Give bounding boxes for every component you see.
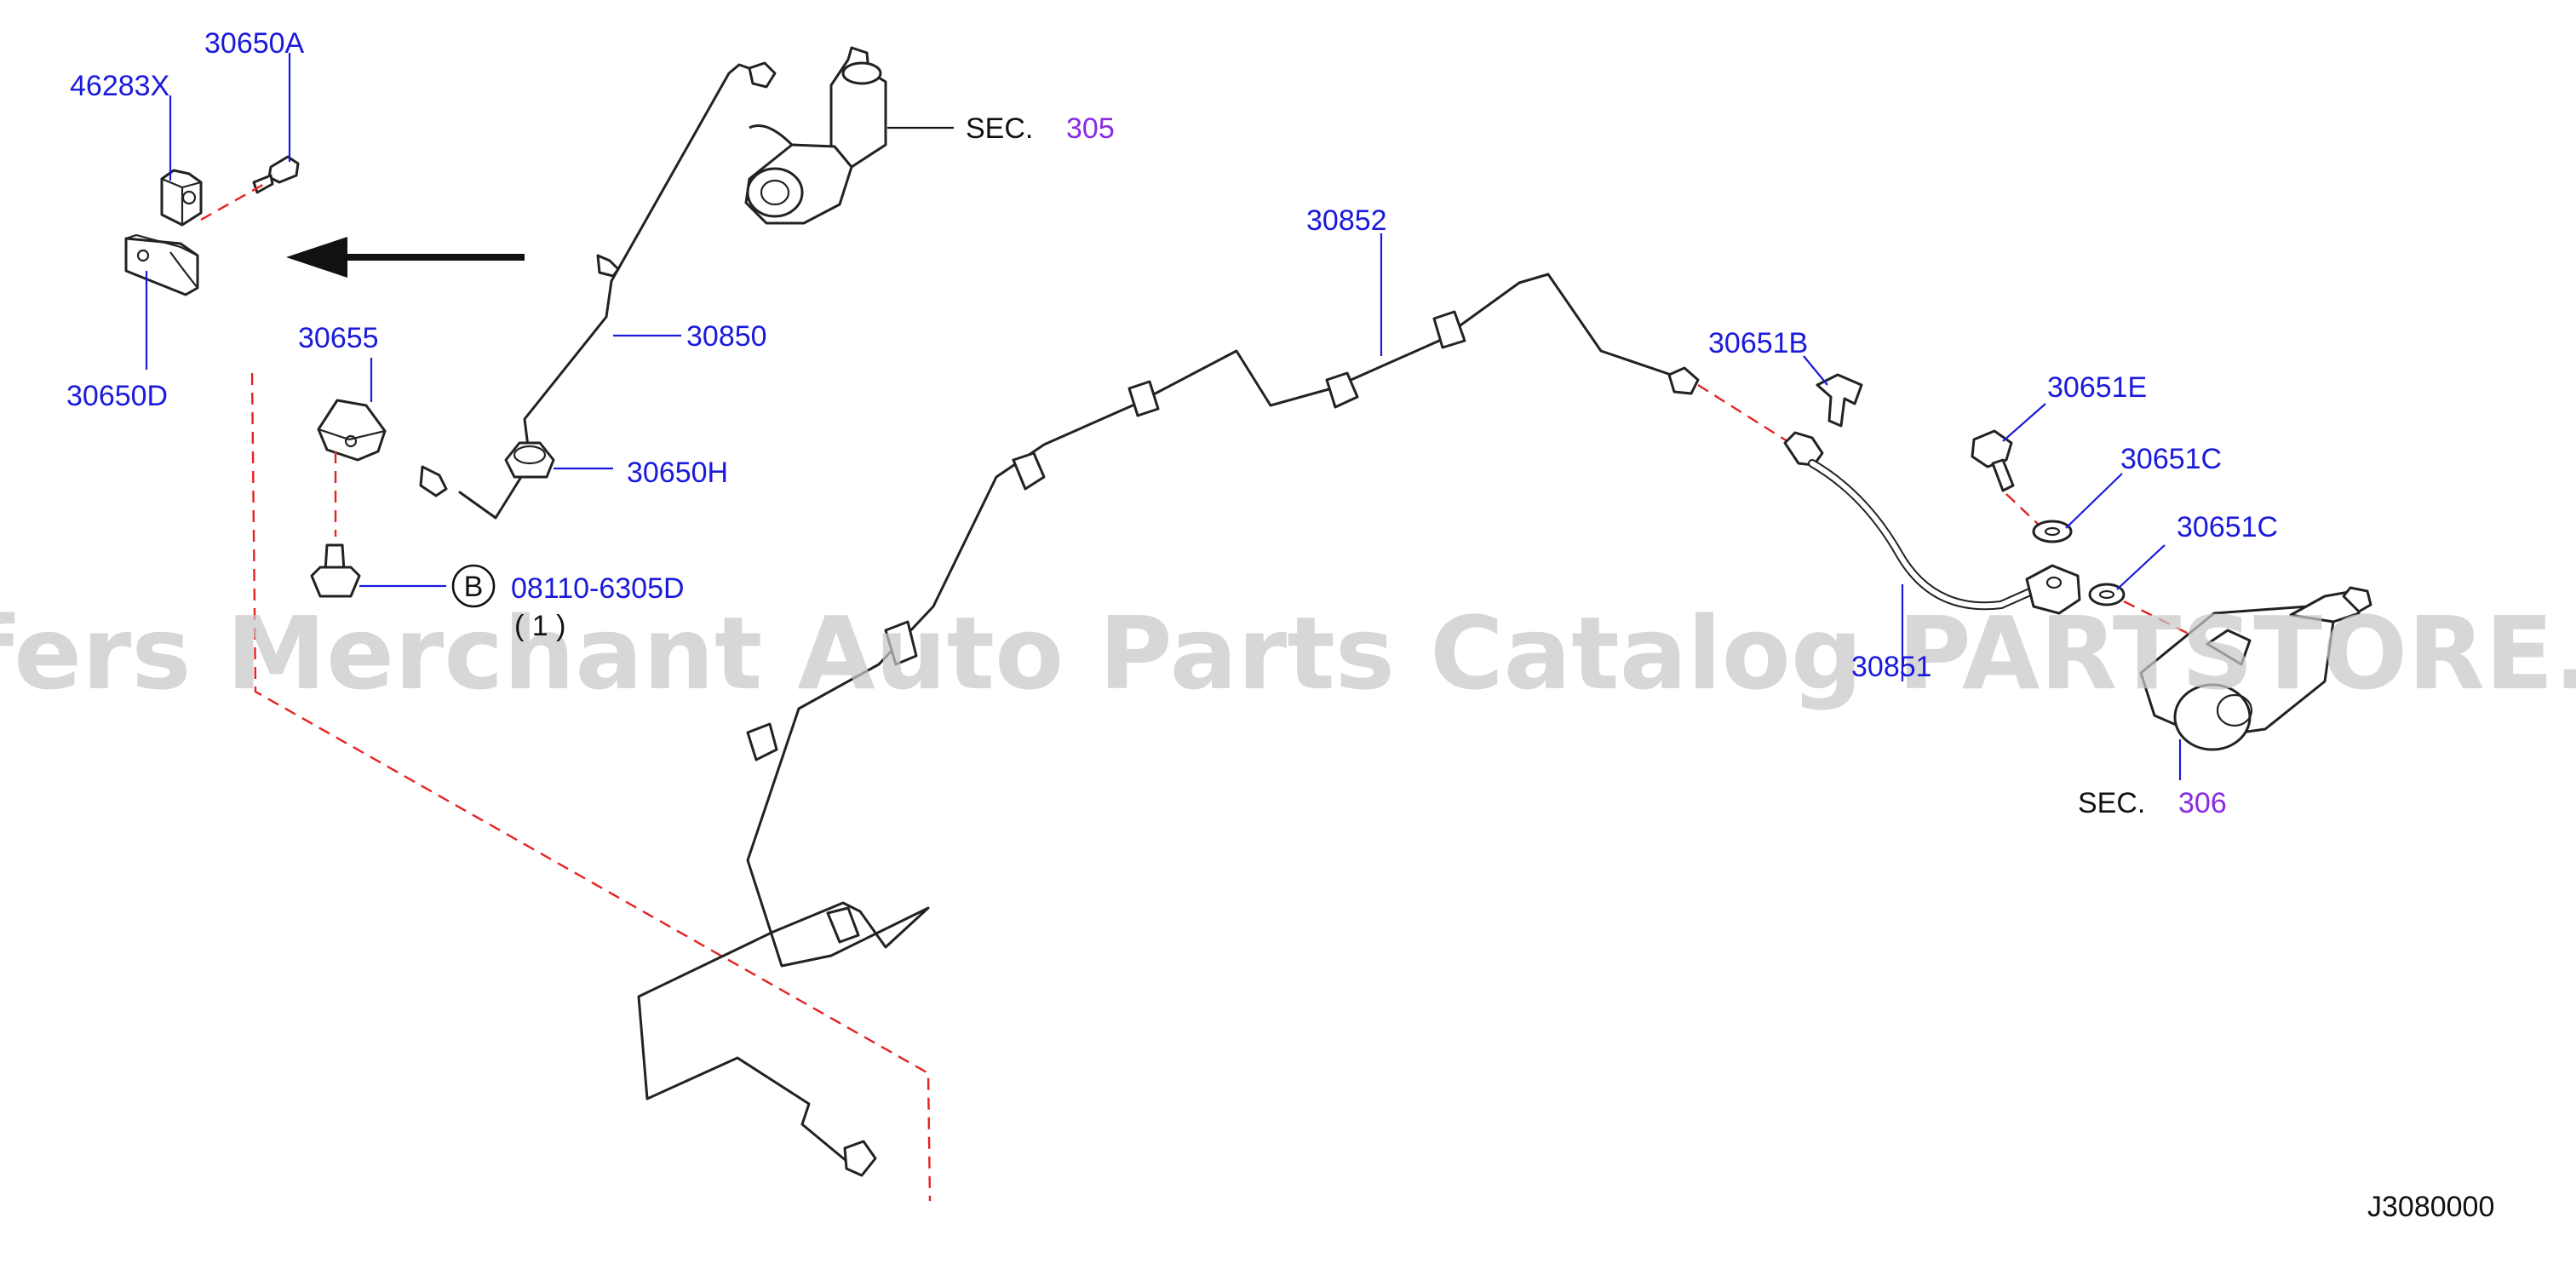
label-30852: 30852 [1306, 204, 1387, 237]
bracket-30651B-shape [1816, 373, 1863, 428]
washer-30651C-1-shape [2032, 520, 2073, 543]
pipe-30852-shape [637, 273, 1700, 1177]
operating-cylinder-shape [2139, 586, 2372, 751]
label-quantity: ( 1 ) [514, 610, 565, 642]
label-30651C-2: 30651C [2177, 511, 2278, 543]
sec305-number: 305 [1066, 112, 1115, 145]
pipe-30850-shape [419, 61, 777, 520]
grommet-30650H-shape [504, 441, 555, 479]
sec306-prefix: SEC. [2078, 787, 2145, 819]
washer-30651C-2-shape [2088, 583, 2126, 606]
label-46283X: 46283X [70, 70, 169, 102]
arrow-left-icon [286, 237, 525, 278]
label-30850: 30850 [686, 320, 767, 353]
circle-b-icon [451, 564, 496, 608]
label-30650A: 30650A [204, 27, 305, 60]
hose-30851-shape [1697, 383, 2081, 615]
clamp-30650D-shape [124, 237, 199, 296]
sec305-prefix: SEC. [966, 112, 1033, 145]
label-30651C-1: 30651C [2120, 443, 2222, 475]
diagram-code: J3080000 [2367, 1191, 2494, 1223]
circle-b-letter: B [464, 571, 484, 603]
label-08110-6305D: 08110-6305D [511, 572, 685, 605]
label-30851: 30851 [1851, 651, 1932, 683]
bolt-08110-shape [310, 543, 361, 598]
clamp-detail-group [124, 53, 300, 370]
label-30650D: 30650D [66, 380, 168, 412]
watermark-text: Offers Merchant Auto Parts Catalog PARTS… [0, 595, 2576, 712]
bolt-30651E-shape [1971, 429, 2015, 492]
label-30651B: 30651B [1708, 327, 1808, 359]
label-30655: 30655 [298, 322, 379, 354]
clamp-30655-shape [317, 399, 387, 462]
label-30650H: 30650H [627, 457, 728, 489]
label-30651E: 30651E [2047, 371, 2147, 404]
sec306-number: 306 [2178, 787, 2227, 819]
master-cylinder-group [744, 46, 954, 225]
